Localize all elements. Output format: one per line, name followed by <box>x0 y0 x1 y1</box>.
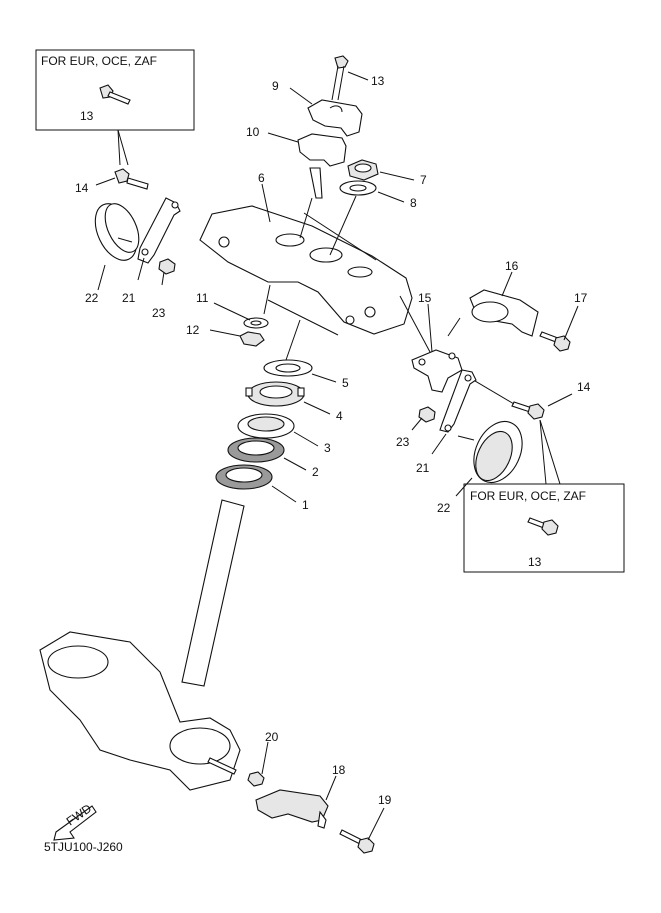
washer-5 <box>263 359 313 377</box>
bolt-13-box-icon <box>527 517 559 536</box>
callout-14-left: 14 <box>75 181 89 195</box>
callout-22-right: 22 <box>437 501 451 515</box>
bolt-17 <box>539 331 571 352</box>
callout-11: 11 <box>196 291 209 305</box>
callout-22-left: 22 <box>85 291 99 305</box>
callout-23-left: 23 <box>152 306 166 320</box>
fwd-arrow-icon: FWD <box>53 801 97 841</box>
callout-3: 3 <box>324 441 331 455</box>
callout-20: 20 <box>265 730 279 744</box>
callout-18: 18 <box>332 763 346 777</box>
callout-5: 5 <box>342 376 349 390</box>
bolt-20 <box>207 757 265 787</box>
callout-17: 17 <box>574 291 588 305</box>
callout-15: 15 <box>418 291 432 305</box>
callout-12: 12 <box>186 323 200 337</box>
callout-13-box-top: 13 <box>80 109 94 123</box>
bracket-21-left <box>137 197 181 264</box>
callout-4: 4 <box>336 409 343 423</box>
bolt-13-top <box>331 55 349 101</box>
callout-14-right: 14 <box>577 380 591 394</box>
bearing-1 <box>215 464 273 490</box>
callout-21-right: 21 <box>416 461 430 475</box>
callout-2: 2 <box>312 465 319 479</box>
callout-19: 19 <box>378 793 392 807</box>
bolt-14-right <box>511 401 545 420</box>
bolt-19 <box>339 829 375 854</box>
nut-23-right <box>418 406 436 423</box>
variant-box-bottom-right: FOR EUR, OCE, ZAF 13 <box>463 483 625 573</box>
bolt-13-icon <box>99 84 131 105</box>
callout-13-box-right: 13 <box>528 555 542 569</box>
handlebar-holder-lower-10 <box>297 133 347 199</box>
under-bracket-steering-stem <box>39 499 245 791</box>
nut-7 <box>347 159 379 181</box>
variant-box-top-left: FOR EUR, OCE, ZAF 13 <box>35 49 195 131</box>
ring-nut-4 <box>245 381 305 407</box>
diagram-code: 5TJU100-J260 <box>44 840 123 854</box>
callout-16: 16 <box>505 259 519 273</box>
bracket-21-right <box>439 369 477 433</box>
handlebar-holder-upper-9 <box>307 99 363 137</box>
nut-12 <box>239 331 265 347</box>
reflector-22-left <box>94 203 140 261</box>
clamp-16 <box>469 289 539 337</box>
callout-1: 1 <box>302 498 309 512</box>
callout-13-top: 13 <box>371 74 385 88</box>
callout-21-left: 21 <box>122 291 136 305</box>
stay-18 <box>255 789 329 829</box>
reflector-22-right <box>457 420 523 484</box>
variant-box-title: FOR EUR, OCE, ZAF <box>41 54 157 68</box>
upper-bracket-6 <box>199 205 413 335</box>
callout-9: 9 <box>272 79 279 93</box>
callout-23-right: 23 <box>396 435 410 449</box>
callout-8: 8 <box>410 196 417 210</box>
bracket-15 <box>411 349 463 393</box>
callout-10: 10 <box>246 125 260 139</box>
callout-7: 7 <box>420 173 427 187</box>
washer-11 <box>243 317 269 329</box>
bearing-2 <box>227 437 285 463</box>
bearing-cover-3 <box>237 413 295 439</box>
washer-8 <box>339 180 377 196</box>
callout-6: 6 <box>258 171 265 185</box>
nut-23-left <box>158 258 176 275</box>
bolt-14-left-icon <box>114 168 149 190</box>
variant-box-title-right: FOR EUR, OCE, ZAF <box>470 489 586 503</box>
